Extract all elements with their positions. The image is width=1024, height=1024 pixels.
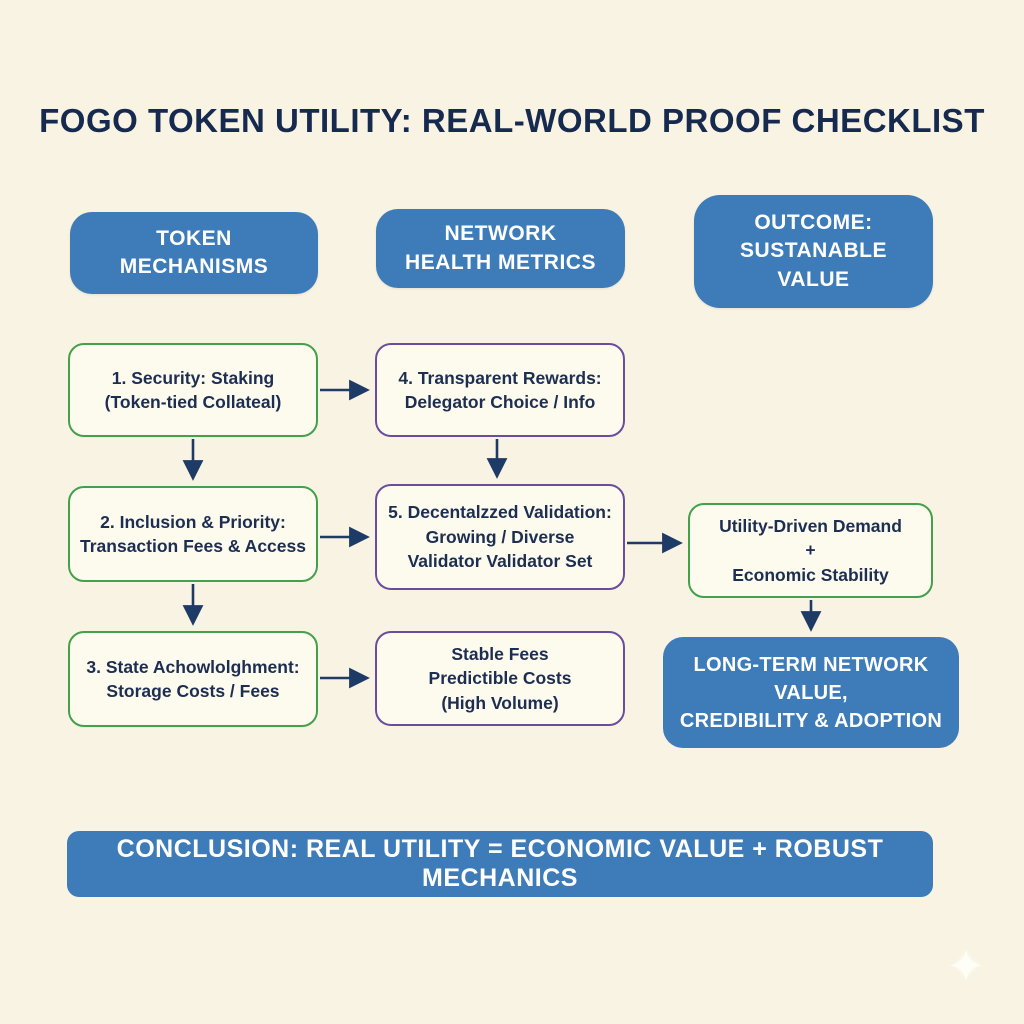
outcome-box-long-term-network-value: LONG-TERM NETWORK VALUE, CREDIBILITY & A… xyxy=(663,637,959,748)
sparkle-icon: ✦ xyxy=(946,940,986,992)
column-header-network-health-metrics: NETWORK HEALTH METRICS xyxy=(376,209,625,288)
flow-box-transparent-rewards: 4. Transparent Rewards: Delegator Choice… xyxy=(375,343,625,437)
flow-box-decentralized-validation: 5. Decentalzzed Validation: Growing / Di… xyxy=(375,484,625,590)
column-header-token-mechanisms: TOKEN MECHANISMS xyxy=(70,212,318,294)
flow-box-security-staking: 1. Security: Staking (Token-tied Collate… xyxy=(68,343,318,437)
flow-box-stable-fees: Stable Fees Predictible Costs (High Volu… xyxy=(375,631,625,726)
column-header-outcome-sustainable-value: OUTCOME: SUSTANABLE VALUE xyxy=(694,195,933,308)
outcome-box-utility-driven-demand: Utility-Driven Demand + Economic Stabili… xyxy=(688,503,933,598)
flow-box-state-acknowledgment: 3. State Achowlolghment: Storage Costs /… xyxy=(68,631,318,727)
flow-box-inclusion-priority: 2. Inclusion & Priority: Transaction Fee… xyxy=(68,486,318,582)
conclusion-banner: CONCLUSION: REAL UTILITY = ECONOMIC VALU… xyxy=(67,831,933,897)
page-title: FOGO TOKEN UTILITY: REAL-WORLD PROOF CHE… xyxy=(39,102,985,139)
